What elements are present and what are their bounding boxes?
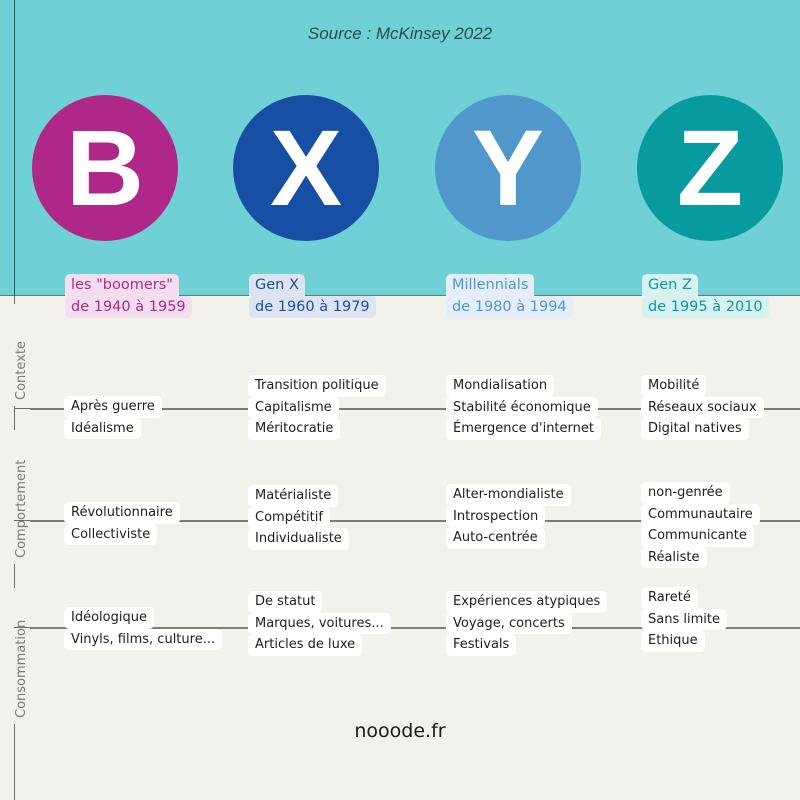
cell-contexte-x: Transition politique Capitalisme Méritoc… — [248, 375, 386, 440]
gen-b-name: les "boomers" — [65, 274, 179, 296]
source-caption: Source : McKinsey 2022 — [307, 24, 493, 43]
cell-item: Collectiviste — [64, 523, 158, 545]
gen-x-years: de 1960 à 1979 — [249, 296, 376, 318]
row-label-consommation: Consommation — [14, 619, 29, 718]
cell-item: De statut — [248, 591, 323, 613]
cell-item: Articles de luxe — [248, 634, 363, 656]
axis-line — [14, 406, 15, 430]
cell-item: Idéalisme — [64, 417, 141, 439]
axis-line — [14, 296, 15, 304]
row-line-consommation — [30, 627, 800, 629]
row-line-contexte — [30, 408, 800, 410]
cell-item: Voyage, concerts — [446, 612, 572, 634]
cell-item: Transition politique — [248, 375, 386, 397]
cell-comportement-x: Matérialiste Compétitif Individualiste — [248, 485, 349, 550]
cell-comportement-b: Révolutionnaire Collectiviste — [64, 502, 180, 545]
cell-item: Digital natives — [641, 418, 749, 440]
row-label-comportement: Comportement — [14, 459, 29, 558]
gen-b-years: de 1940 à 1959 — [65, 296, 192, 318]
axis-line-top — [14, 0, 15, 296]
cell-contexte-y: Mondialisation Stabilité économique Émer… — [446, 375, 601, 440]
cell-item: non-genrée — [641, 482, 730, 504]
cell-item: Communautaire — [641, 503, 760, 525]
gen-y-name: Millennials — [446, 274, 535, 296]
site-credit: nooode.fr — [354, 720, 446, 742]
header-band: Source : McKinsey 2022 B X Y Z — [0, 0, 800, 296]
cell-comportement-z: non-genrée Communautaire Communicante Ré… — [641, 482, 760, 568]
gen-x-name: Gen X — [249, 274, 305, 296]
cell-item: Mondialisation — [446, 375, 555, 397]
cell-item: Expériences atypiques — [446, 591, 608, 613]
cell-item: Matérialiste — [248, 485, 339, 507]
row-tick — [14, 520, 30, 521]
row-label-contexte: Contexte — [14, 341, 29, 400]
cell-item: Marques, voitures... — [248, 612, 391, 634]
cell-item: Capitalisme — [248, 396, 339, 418]
cell-comportement-y: Alter-mondialiste Introspection Auto-cen… — [446, 484, 571, 549]
gen-x-circle: X — [233, 95, 379, 241]
axis-line — [14, 724, 15, 800]
gen-y-label: Millennials de 1980 à 1994 — [446, 274, 573, 318]
gen-y-years: de 1980 à 1994 — [446, 296, 573, 318]
row-tick — [14, 627, 30, 628]
cell-item: Révolutionnaire — [64, 502, 180, 524]
cell-item: Réseaux sociaux — [641, 396, 764, 418]
cell-item: Réaliste — [641, 546, 707, 568]
cell-consommation-b: Idéologique Vinyls, films, culture... — [64, 607, 223, 650]
row-tick — [14, 408, 30, 409]
gen-x-label: Gen X de 1960 à 1979 — [249, 274, 376, 318]
cell-item: Compétitif — [248, 506, 330, 528]
gen-y-circle: Y — [435, 95, 581, 241]
cell-contexte-b: Après guerre Idéalisme — [64, 396, 162, 439]
cell-item: Vinyls, films, culture... — [64, 628, 223, 650]
cell-item: Stabilité économique — [446, 396, 598, 418]
row-line-comportement — [30, 520, 800, 522]
cell-consommation-x: De statut Marques, voitures... Articles … — [248, 591, 391, 656]
gen-b-circle: B — [32, 95, 178, 241]
gen-b-label: les "boomers" de 1940 à 1959 — [65, 274, 192, 318]
gen-z-years: de 1995 à 2010 — [642, 296, 769, 318]
cell-item: Auto-centrée — [446, 527, 545, 549]
cell-item: Rareté — [641, 587, 698, 609]
gen-z-circle: Z — [637, 95, 783, 241]
cell-consommation-z: Rareté Sans limite Ethique — [641, 587, 727, 652]
cell-item: Alter-mondialiste — [446, 484, 571, 506]
cell-item: Individualiste — [248, 528, 349, 550]
cell-item: Festivals — [446, 634, 517, 656]
cell-item: Communicante — [641, 525, 754, 547]
gen-z-label: Gen Z de 1995 à 2010 — [642, 274, 769, 318]
cell-item: Mobilité — [641, 375, 707, 397]
axis-line — [14, 564, 15, 588]
cell-item: Méritocratie — [248, 418, 341, 440]
cell-item: Après guerre — [64, 396, 162, 418]
gen-z-name: Gen Z — [642, 274, 698, 296]
cell-item: Idéologique — [64, 607, 154, 629]
cell-item: Introspection — [446, 505, 546, 527]
cell-consommation-y: Expériences atypiques Voyage, concerts F… — [446, 591, 608, 656]
cell-item: Émergence d'internet — [446, 418, 601, 440]
cell-contexte-z: Mobilité Réseaux sociaux Digital natives — [641, 375, 764, 440]
cell-item: Ethique — [641, 630, 705, 652]
cell-item: Sans limite — [641, 608, 727, 630]
